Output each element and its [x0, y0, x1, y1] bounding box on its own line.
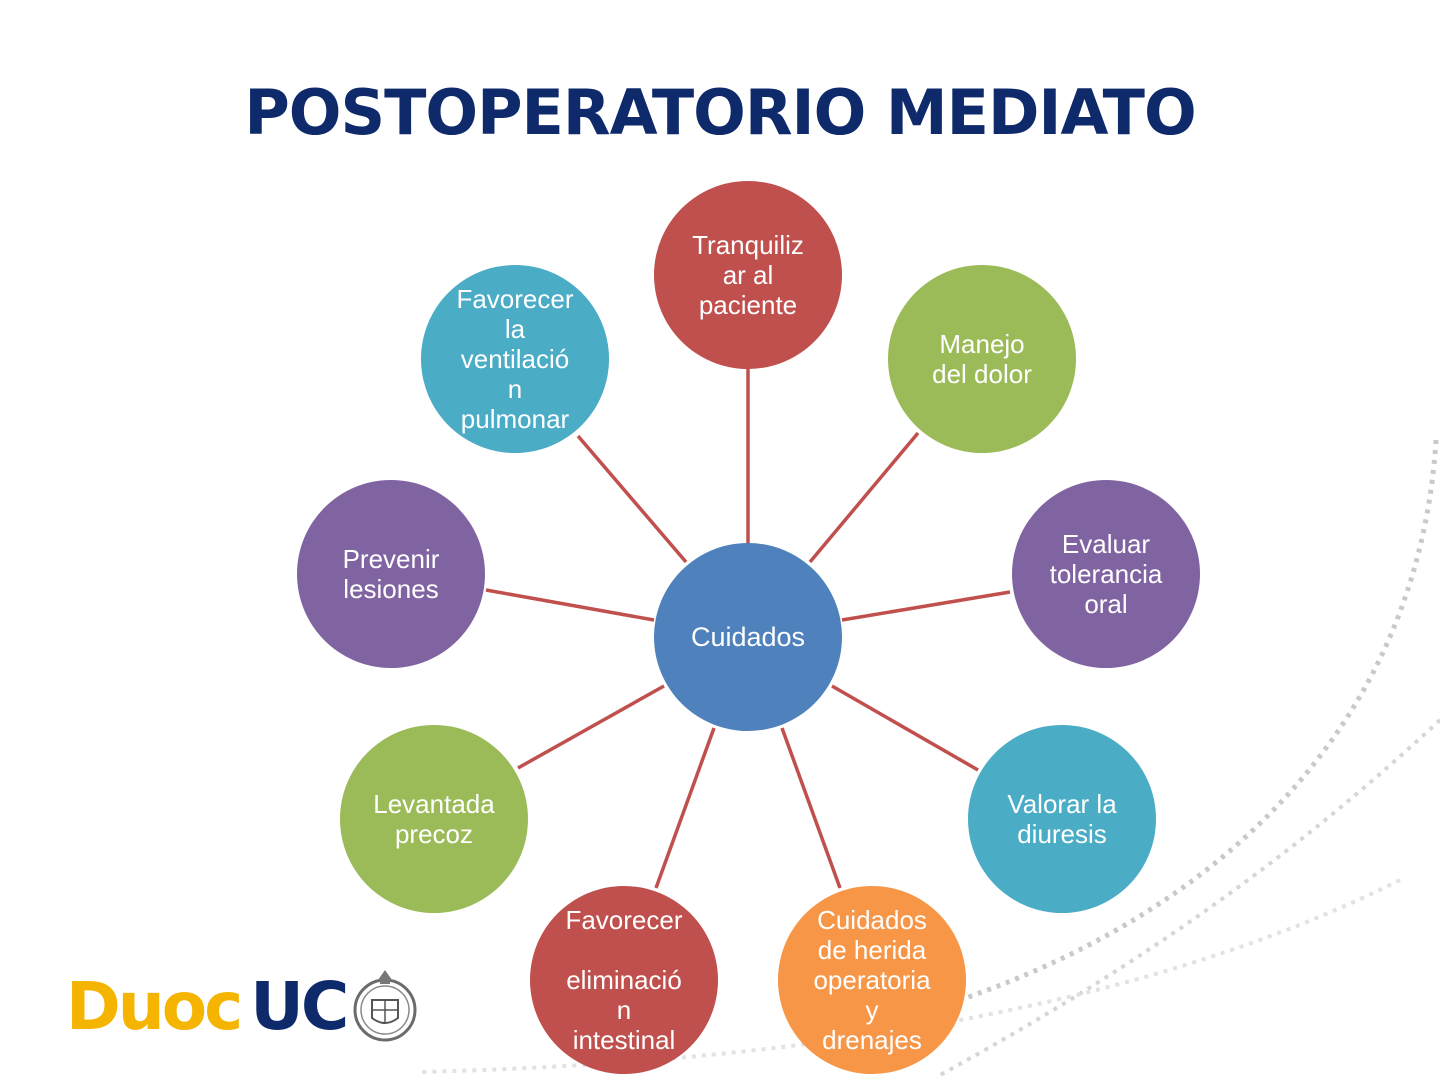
node-manejo-dolor: Manejo del dolor	[888, 265, 1076, 453]
connector-diuresis	[831, 684, 979, 772]
node-label: Favorecer la ventilació n pulmonar	[456, 284, 574, 434]
center-node-cuidados: Cuidados	[654, 543, 842, 731]
node-label: Tranquiliz ar al paciente	[692, 230, 804, 320]
node-label: Favorecer eliminació n intestinal	[565, 905, 683, 1055]
center-node-label: Cuidados	[690, 622, 806, 652]
node-label: Manejo del dolor	[932, 329, 1032, 389]
node-label: Prevenir lesiones	[342, 544, 440, 604]
duoc-uc-logo: Duoc UC	[66, 966, 420, 1046]
node-valorar-diuresis: Valorar la diuresis	[968, 725, 1156, 913]
node-cuidados-herida: Cuidados de herida operatoria y drenajes	[778, 886, 966, 1074]
university-seal-icon	[353, 970, 417, 1042]
slide-title: POSTOPERATORIO MEDIATO	[244, 76, 1196, 149]
node-tranquilizar-paciente: Tranquiliz ar al paciente	[654, 181, 842, 369]
node-label: Levantada precoz	[373, 789, 495, 849]
node-favorecer-eliminacion: Favorecer eliminació n intestinal	[530, 886, 718, 1074]
connector-prevenir	[485, 588, 655, 622]
connector-ventilacion	[576, 434, 688, 564]
node-label: Evaluar tolerancia oral	[1049, 529, 1163, 619]
connector-eliminacion	[654, 727, 716, 889]
node-levantada-precoz: Levantada precoz	[340, 725, 528, 913]
node-prevenir-lesiones: Prevenir lesiones	[297, 480, 485, 668]
connector-levantada	[517, 684, 665, 770]
connector-tolerancia-oral	[841, 590, 1011, 622]
connector-manejo-dolor	[808, 431, 920, 564]
node-label: Valorar la diuresis	[1007, 789, 1117, 849]
node-favorecer-ventilacion: Favorecer la ventilació n pulmonar	[421, 265, 609, 453]
connector-herida	[780, 727, 842, 889]
node-label: Cuidados de herida operatoria y drenajes	[813, 905, 931, 1055]
logo-text-uc: UC	[250, 967, 349, 1045]
logo-text-duoc: Duoc	[66, 967, 243, 1045]
node-evaluar-tolerancia-oral: Evaluar tolerancia oral	[1012, 480, 1200, 668]
